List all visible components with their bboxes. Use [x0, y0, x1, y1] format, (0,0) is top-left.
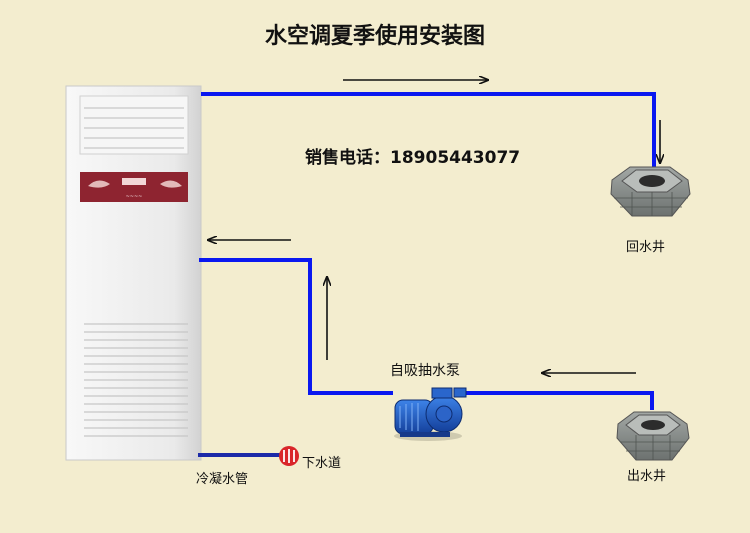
condensate-pipe-label: 冷凝水管	[196, 468, 248, 487]
return-well-icon	[611, 167, 690, 216]
return-well-label: 回水井	[626, 236, 665, 255]
pump-label: 自吸抽水泵	[390, 360, 460, 380]
supply-well-icon	[617, 412, 689, 460]
drain-icon	[279, 446, 299, 466]
supply-well-label: 出水井	[627, 465, 666, 484]
air-conditioner-icon: ~~~~	[66, 86, 201, 460]
svg-text:~~~~: ~~~~	[126, 194, 143, 200]
pump-to-well-pipe	[465, 393, 652, 410]
flow-arrows	[208, 80, 660, 373]
sales-phone: 销售电话：18905443077	[305, 143, 520, 168]
page-title: 水空调夏季使用安装图	[0, 18, 750, 50]
supply-pipe	[199, 260, 393, 393]
drain-label: 下水道	[302, 452, 341, 471]
water-pump-icon	[394, 388, 466, 441]
